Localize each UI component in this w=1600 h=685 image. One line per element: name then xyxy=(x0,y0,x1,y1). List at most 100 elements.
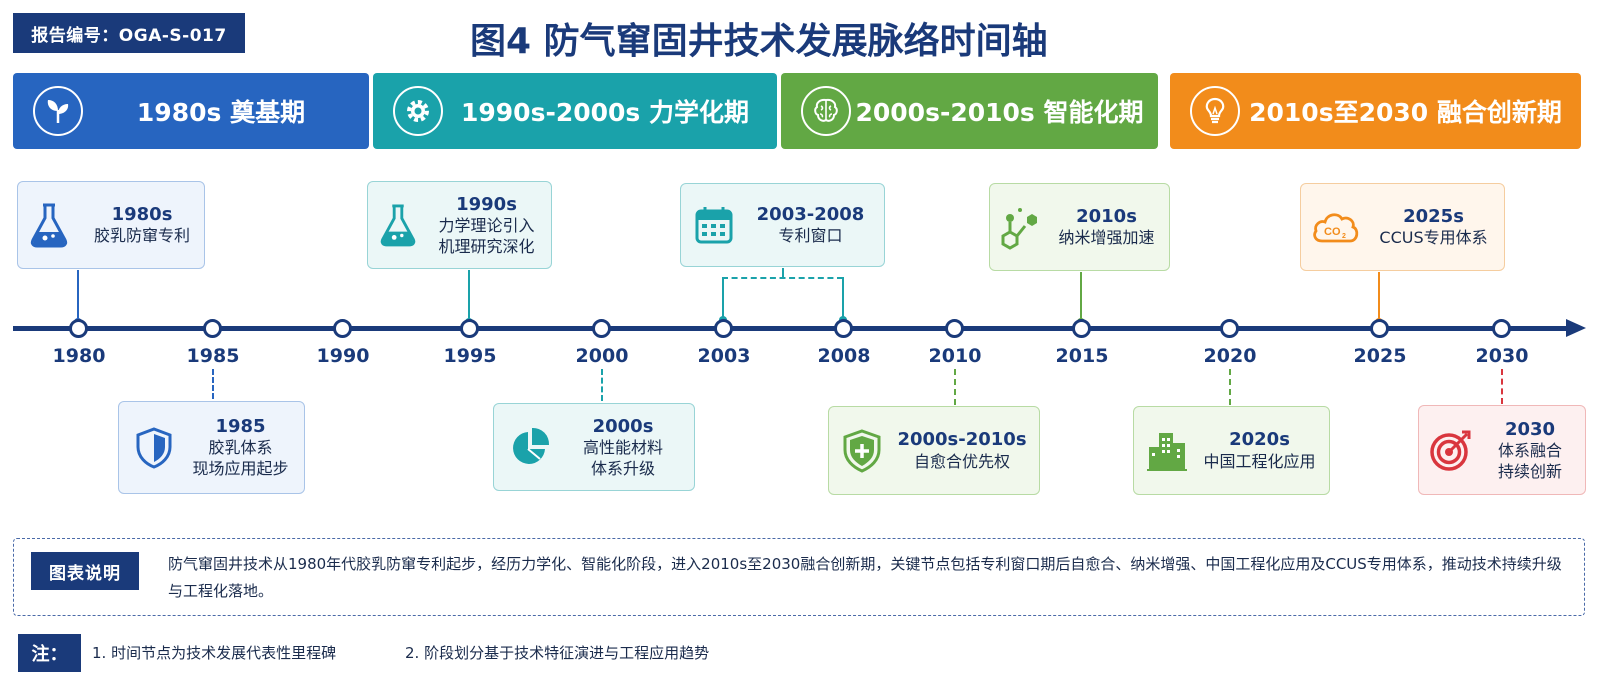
timeline-node xyxy=(1220,319,1239,338)
milestone-card-1980s: 1980s 胶乳防窜专利 xyxy=(17,181,205,269)
card-text: 体系融合 xyxy=(1497,440,1562,460)
legend-tag: 图表说明 xyxy=(31,552,139,590)
note-tag: 注： xyxy=(18,634,81,672)
shield-icon xyxy=(119,426,189,469)
card-text: 高性能材料 xyxy=(582,437,663,457)
target-icon xyxy=(1419,428,1483,472)
connector-window-stem xyxy=(782,268,784,277)
card-title: 1980s xyxy=(111,203,173,225)
legend-box xyxy=(13,538,1585,616)
timeline-node xyxy=(945,319,964,338)
year-label: 2003 xyxy=(697,345,751,367)
connector-window-span xyxy=(722,277,843,279)
flask-icon xyxy=(18,202,80,248)
page-title: 图4 防气窜固井技术发展脉络时间轴 xyxy=(470,21,1048,62)
year-label: 2025 xyxy=(1353,345,1407,367)
lightbulb-icon xyxy=(1190,86,1240,136)
card-text: 自愈合优先权 xyxy=(913,451,1010,471)
milestone-card-2010s: 2010s 纳米增强加速 xyxy=(989,183,1170,271)
milestone-card-1985: 1985 胶乳体系 现场应用起步 xyxy=(118,401,305,494)
brain-icon xyxy=(801,86,851,136)
timeline-node xyxy=(714,319,733,338)
card-text: 机理研究深化 xyxy=(438,236,535,256)
card-text: 现场应用起步 xyxy=(192,459,289,479)
phase-label: 2010s至2030 融合创新期 xyxy=(1249,98,1562,127)
card-text: 持续创新 xyxy=(1497,461,1562,481)
year-label: 2030 xyxy=(1475,345,1529,367)
legend-text: 防气窜固井技术从1980年代胶乳防窜专利起步，经历力学化、智能化阶段，进入201… xyxy=(168,555,1562,600)
timeline-node xyxy=(1492,319,1511,338)
phase-label: 2000s-2010s 智能化期 xyxy=(855,98,1144,127)
card-title: 2010s xyxy=(1076,205,1137,227)
note-item: 2. 阶段划分基于技术特征演进与工程应用趋势 xyxy=(405,644,710,662)
milestone-card-2000s: 2000s 高性能材料 体系升级 xyxy=(493,403,695,491)
connector-2020 xyxy=(1229,369,1231,405)
card-text: 力学理论引入 xyxy=(438,215,535,235)
year-label: 1980 xyxy=(52,345,106,367)
phase-banner-1980s: 1980s 奠基期 xyxy=(13,73,369,149)
sprout-icon xyxy=(33,86,83,136)
shield-plus-icon xyxy=(829,428,895,473)
connector-1985 xyxy=(212,369,214,399)
year-label: 2008 xyxy=(817,345,871,367)
card-text: CCUS专用体系 xyxy=(1379,228,1488,248)
card-title: 2000s-2010s xyxy=(897,429,1027,451)
year-label: 2015 xyxy=(1055,345,1109,367)
timeline-node xyxy=(460,319,479,338)
connector-1980 xyxy=(74,270,82,326)
phase-label: 1990s-2000s 力学化期 xyxy=(460,98,749,127)
timeline-node xyxy=(1370,319,1389,338)
phase-banner-2010s-2030: 2010s至2030 融合创新期 xyxy=(1170,73,1581,149)
milestone-card-2003-2008: 2003-2008 专利窗口 xyxy=(680,183,885,267)
report-id-badge: 报告编号：OGA-S-017 xyxy=(13,13,245,53)
timeline-node xyxy=(592,319,611,338)
card-title: 1985 xyxy=(215,416,266,437)
timeline-node xyxy=(834,319,853,338)
phase-banner-1990s-2000s: 1990s-2000s 力学化期 xyxy=(373,73,777,149)
connector-2003 xyxy=(719,277,727,324)
connector-2030 xyxy=(1501,369,1503,404)
timeline-node xyxy=(1072,319,1091,338)
connector-2025 xyxy=(1375,272,1383,326)
gear-icon xyxy=(393,86,443,136)
year-label: 1985 xyxy=(186,345,240,367)
year-label: 2010 xyxy=(928,345,982,367)
molecule-icon xyxy=(990,204,1052,250)
card-title: 2030 xyxy=(1504,418,1556,440)
timeline-arrow-icon xyxy=(1566,319,1586,337)
milestone-card-1990s: 1990s 力学理论引入 机理研究深化 xyxy=(367,181,552,269)
svg-text:CO: CO xyxy=(1324,226,1341,238)
timeline-node xyxy=(69,319,88,338)
connector-2010 xyxy=(954,369,956,405)
card-title: 2020s xyxy=(1229,429,1290,451)
timeline-axis xyxy=(13,326,1573,331)
card-text: 体系升级 xyxy=(590,458,655,478)
milestone-card-2030: 2030 体系融合 持续创新 xyxy=(1418,405,1586,495)
year-label: 1990 xyxy=(316,345,370,367)
connector-2008 xyxy=(839,277,847,324)
milestone-card-2000s-2010s: 2000s-2010s 自愈合优先权 xyxy=(828,406,1040,495)
connector-1995 xyxy=(465,270,473,326)
calendar-icon xyxy=(681,205,747,245)
buildings-icon xyxy=(1134,429,1200,473)
card-title: 2000s xyxy=(592,415,654,437)
year-label: 2020 xyxy=(1203,345,1257,367)
flask-icon xyxy=(368,203,428,247)
timeline-node xyxy=(333,319,352,338)
card-title: 1990s xyxy=(456,193,517,215)
card-title: 2003-2008 xyxy=(756,203,865,225)
phase-banner-2000s-2010s: 2000s-2010s 智能化期 xyxy=(781,73,1158,149)
timeline-node xyxy=(203,319,222,338)
note-item: 1. 时间节点为技术发展代表性里程碑 xyxy=(92,644,337,662)
card-text: 专利窗口 xyxy=(778,226,843,246)
connector-2000 xyxy=(601,369,603,401)
card-text: 胶乳防窜专利 xyxy=(93,226,190,246)
year-label: 2000 xyxy=(575,345,629,367)
card-text: 纳米增强加速 xyxy=(1058,228,1155,248)
connector-2015 xyxy=(1077,272,1085,326)
svg-text:2: 2 xyxy=(1342,233,1346,240)
milestone-card-2020s: 2020s 中国工程化应用 xyxy=(1133,406,1330,495)
pie-chart-icon xyxy=(494,426,566,468)
